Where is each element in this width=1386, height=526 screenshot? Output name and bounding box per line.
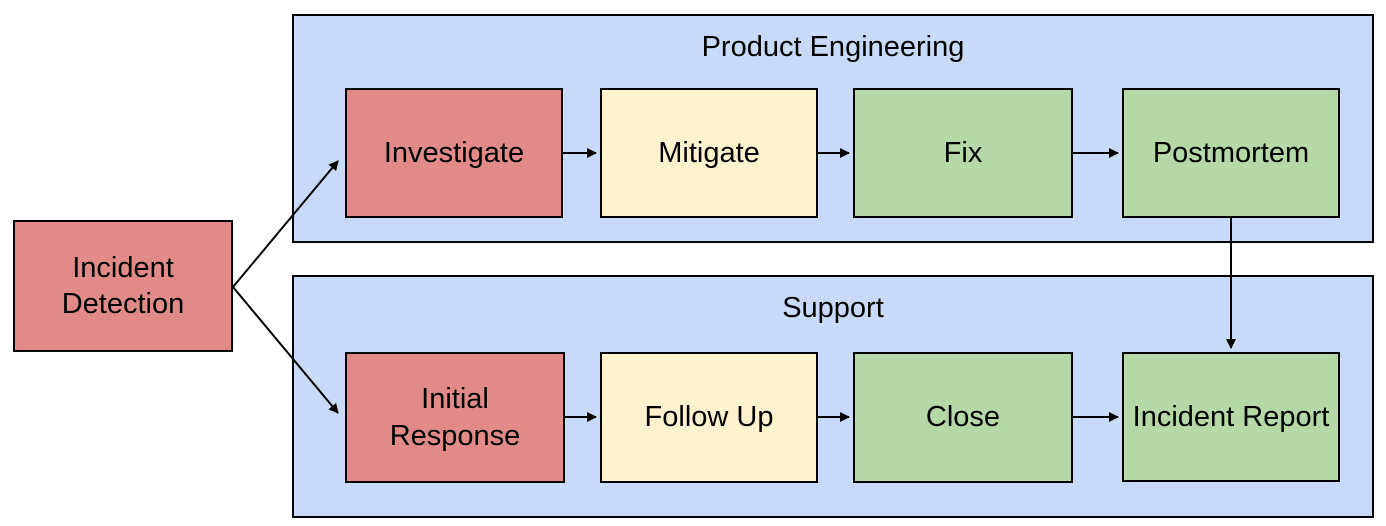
node-investigate: Investigate bbox=[345, 88, 563, 218]
lane-title-support: Support bbox=[782, 292, 884, 324]
node-incident-detection: Incident Detection bbox=[13, 220, 233, 352]
node-incident-report: Incident Report bbox=[1122, 352, 1340, 482]
lane-title-product-engineering: Product Engineering bbox=[701, 31, 965, 63]
node-follow-up: Follow Up bbox=[600, 352, 818, 483]
node-postmortem: Postmortem bbox=[1122, 88, 1340, 218]
node-close: Close bbox=[853, 352, 1073, 483]
node-fix: Fix bbox=[853, 88, 1073, 218]
node-initial-response: Initial Response bbox=[345, 352, 565, 483]
node-mitigate: Mitigate bbox=[600, 88, 818, 218]
